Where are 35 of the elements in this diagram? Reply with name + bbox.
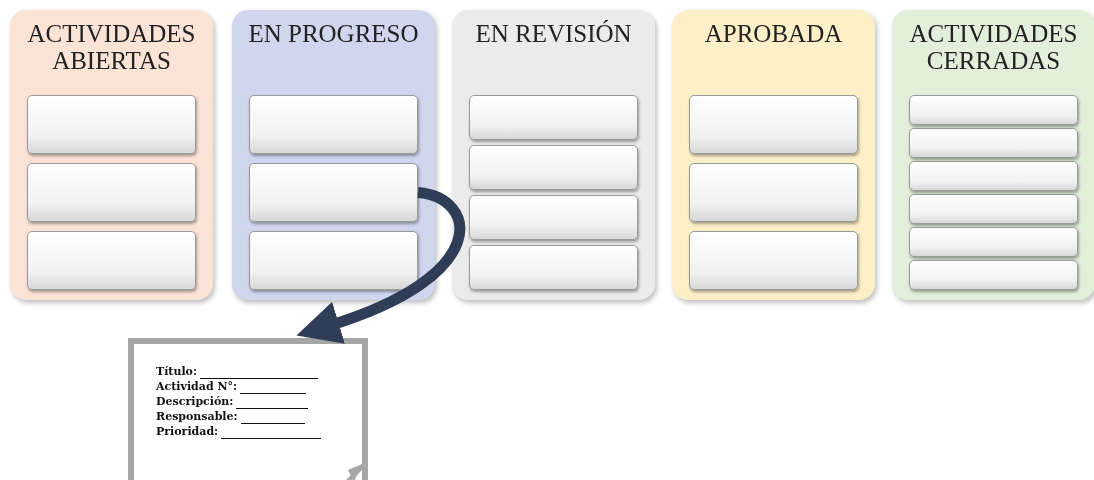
task-card — [689, 95, 858, 154]
task-card — [469, 95, 638, 140]
task-card — [27, 231, 196, 290]
task-card — [469, 245, 638, 290]
field-label: Título: — [156, 364, 198, 379]
column-title: ACTIVIDADES ABIERTAS — [26, 20, 197, 74]
task-card — [249, 231, 418, 290]
task-card — [909, 95, 1078, 125]
task-card — [469, 195, 638, 240]
task-card — [909, 194, 1078, 224]
task-card — [249, 95, 418, 154]
kanban-column — [452, 10, 655, 300]
column-title: EN PROGRESO — [247, 20, 420, 47]
task-card — [909, 161, 1078, 191]
task-card — [27, 163, 196, 222]
task-card — [909, 128, 1078, 158]
task-card — [909, 227, 1078, 257]
task-form — [128, 338, 368, 480]
kanban-column — [672, 10, 875, 300]
task-card — [909, 260, 1078, 290]
kanban-column — [892, 10, 1094, 300]
task-card — [27, 95, 196, 154]
kanban-column — [10, 10, 213, 300]
column-title: APROBADA — [703, 20, 844, 47]
field-label: Responsable: — [156, 409, 238, 424]
field-label: Prioridad: — [156, 424, 219, 439]
task-card — [689, 163, 858, 222]
field-label: Descripción: — [156, 394, 234, 409]
column-title: EN REVISIÓN — [474, 20, 633, 47]
task-card — [689, 231, 858, 290]
kanban-column — [232, 10, 435, 300]
field-label: Actividad N°: — [156, 379, 238, 394]
task-card — [249, 163, 418, 222]
task-card — [469, 145, 638, 190]
column-title: ACTIVIDADES CERRADAS — [908, 20, 1079, 74]
